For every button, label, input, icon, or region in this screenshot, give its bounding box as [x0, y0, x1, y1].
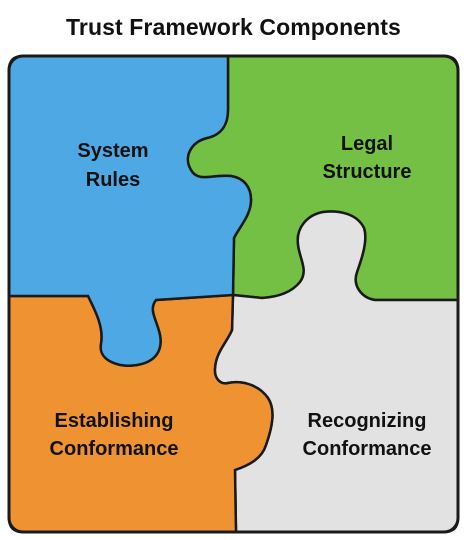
system-rules-label-line2: Rules [86, 169, 140, 191]
puzzle-frame [7, 54, 460, 534]
legal-structure-label: Legal Structure [323, 133, 412, 183]
system-rules-label: System Rules [77, 140, 148, 191]
establishing-conformance-label: Establishing Conformance [50, 410, 179, 460]
diagram-title: Trust Framework Components [66, 14, 401, 40]
legal-structure-label-line2: Structure [323, 161, 412, 183]
legal-structure-label-line1: Legal [341, 133, 393, 155]
system-rules-label-line1: System [77, 140, 148, 162]
recognizing-conformance-label-line1: Recognizing [308, 410, 427, 432]
establishing-conformance-label-line2: Conformance [50, 438, 179, 460]
establishing-conformance-label-line1: Establishing [55, 410, 174, 432]
system-rules-piece [7, 54, 253, 367]
recognizing-conformance-label-line2: Conformance [303, 438, 432, 460]
recognizing-conformance-label: Recognizing Conformance [303, 410, 432, 460]
